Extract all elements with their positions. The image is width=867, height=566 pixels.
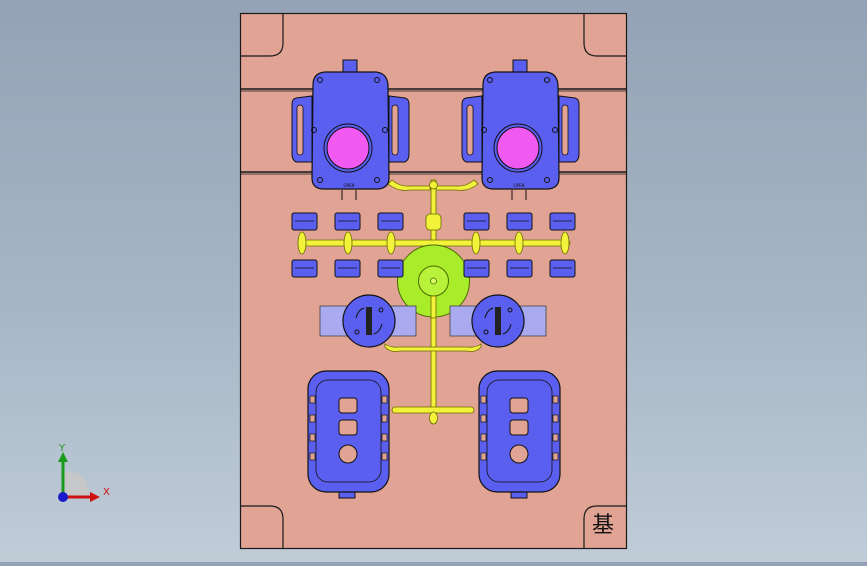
plate-corner-label: 基 [592, 513, 615, 538]
sprue-bushing [397, 244, 470, 319]
housing-top-right [461, 59, 580, 200]
knob-right [471, 294, 525, 348]
axis-triad[interactable] [58, 452, 100, 502]
housing-text-left: OPEN [343, 183, 354, 188]
small-part-slots [295, 220, 572, 269]
remote-housing-left [307, 370, 390, 499]
remote-housing-right [478, 370, 561, 499]
housing-top-left [291, 59, 410, 200]
x-arrow-head [90, 492, 100, 502]
knob-left [342, 294, 396, 348]
x-axis-label: X [103, 487, 110, 498]
housing-text-right: OPEN [513, 183, 524, 188]
small-parts [291, 212, 576, 278]
z-axis-dot [58, 492, 68, 502]
y-axis-label: Y [59, 443, 66, 454]
y-arrow-head [58, 452, 68, 462]
triad-shaded-arc [63, 471, 89, 497]
